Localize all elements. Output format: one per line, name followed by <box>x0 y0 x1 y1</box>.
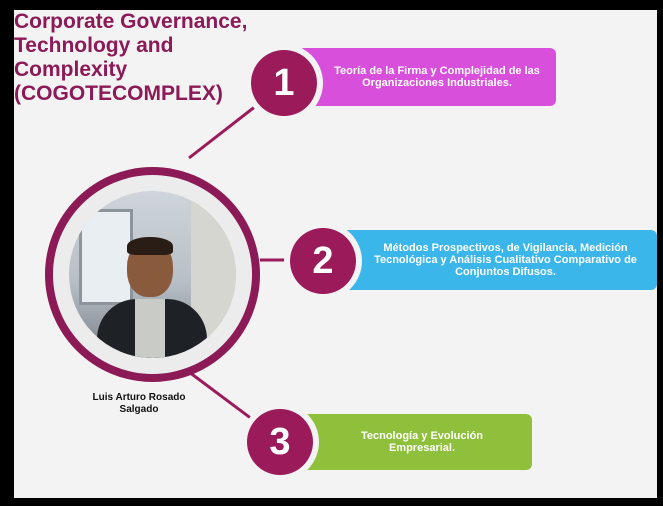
page-title: Corporate Governance, Technology and Com… <box>14 10 314 106</box>
item-3-number: 3 <box>269 421 291 463</box>
item-2-number: 2 <box>312 240 334 282</box>
item-3-badge: 3 <box>247 409 313 475</box>
item-2-badge: 2 <box>290 228 356 294</box>
title-line-3: Complexity <box>14 58 128 81</box>
item-1-box: Teoría de la Firma y Complejidad de las … <box>298 48 556 106</box>
item-1-label: Teoría de la Firma y Complejidad de las … <box>334 65 540 89</box>
profile-photo-frame <box>45 167 260 382</box>
item-3-box: Tecnología y Evolución Empresarial. <box>296 414 532 470</box>
item-2-label: Métodos Prospectivos, de Vigilancia, Med… <box>374 242 637 278</box>
person-name-line-2: Salgado <box>119 404 159 415</box>
person-name: Luis Arturo Rosado Salgado <box>74 392 204 416</box>
item-1-badge: 1 <box>251 50 317 116</box>
title-line-2: Technology and <box>14 34 174 57</box>
person-name-line-1: Luis Arturo Rosado <box>92 392 186 403</box>
profile-photo <box>69 191 236 358</box>
title-line-1: Corporate Governance, <box>14 10 248 33</box>
item-1-number: 1 <box>273 62 295 104</box>
infographic-canvas: Corporate Governance, Technology and Com… <box>14 10 657 498</box>
title-line-4: (COGOTECOMPLEX) <box>14 82 223 105</box>
item-3-label: Tecnología y Evolución Empresarial. <box>360 430 484 454</box>
item-2-box: Métodos Prospectivos, de Vigilancia, Med… <box>336 230 657 290</box>
